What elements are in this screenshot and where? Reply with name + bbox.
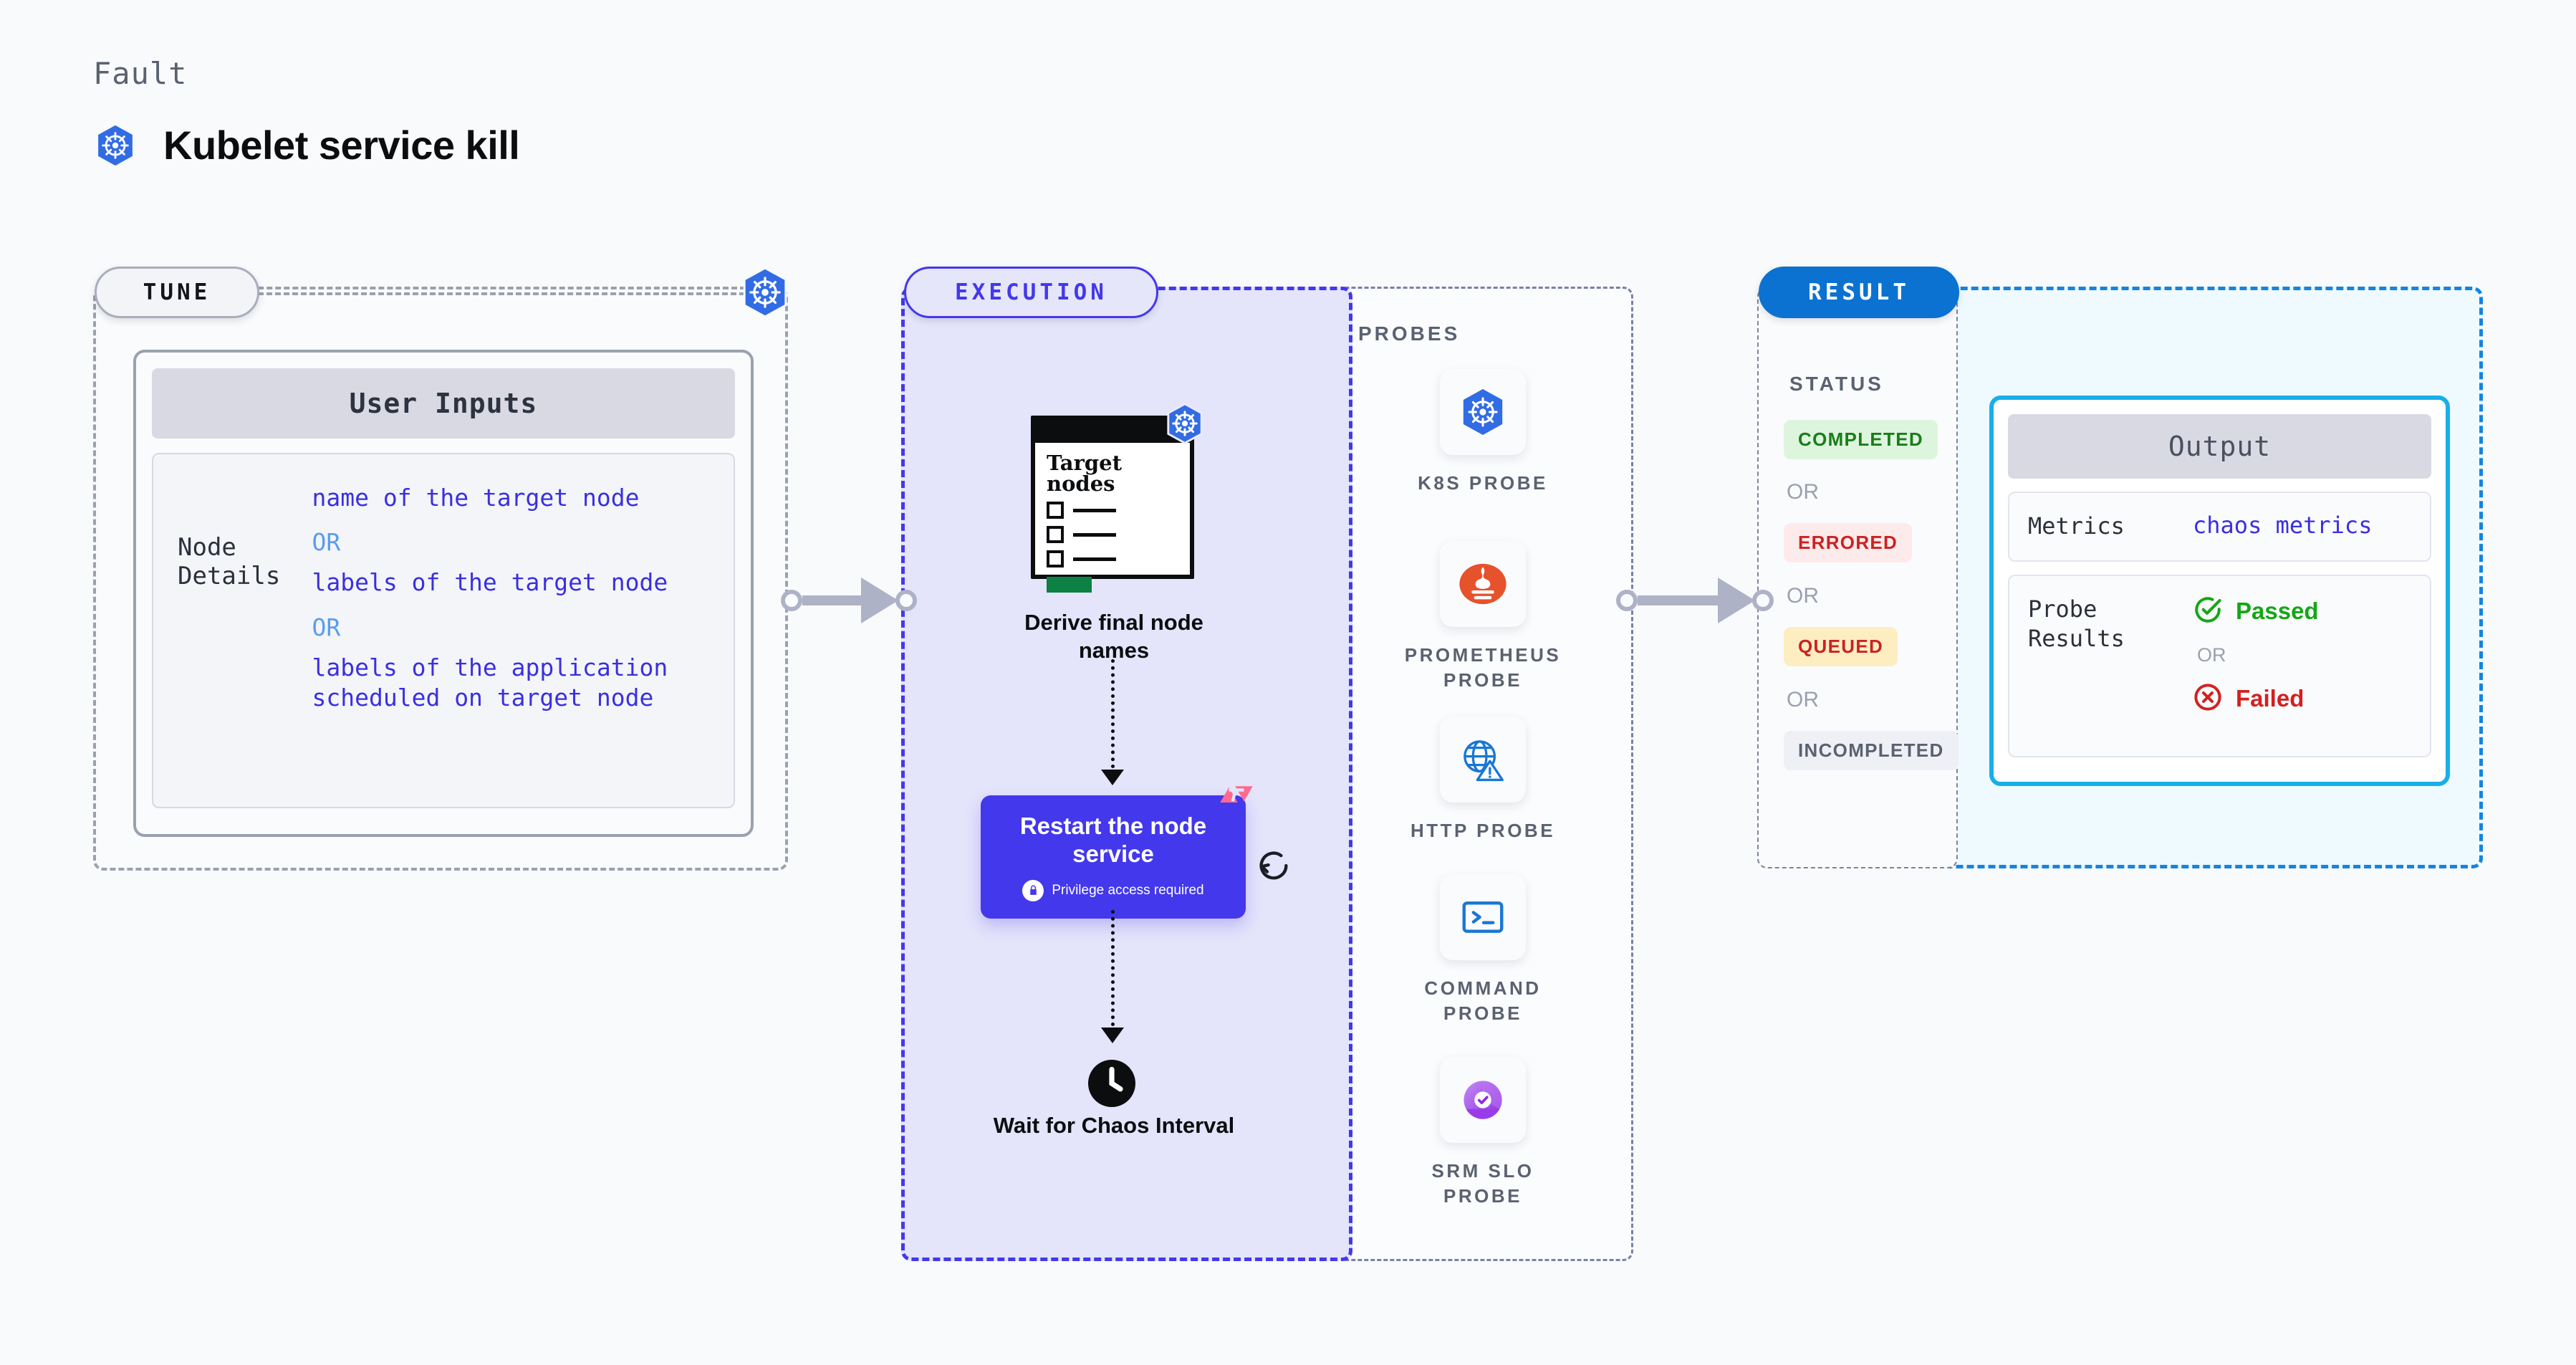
user-inputs-title: User Inputs xyxy=(152,368,735,439)
slo-gauge-icon xyxy=(1440,1057,1526,1143)
stage-pill-tune[interactable]: TUNE xyxy=(95,267,259,318)
node-detail-or-1: OR xyxy=(312,613,341,641)
probe-result-passed: Passed xyxy=(2193,595,2319,628)
status-badge-incompleted: INCOMPLETED xyxy=(1784,731,1959,770)
stage-pill-execution[interactable]: EXECUTION xyxy=(904,267,1158,318)
placeholder-line xyxy=(1073,508,1116,512)
connector-start-dot xyxy=(1616,590,1638,611)
connector-end-dot xyxy=(1752,590,1774,611)
status-badge-completed: COMPLETED xyxy=(1784,420,1938,459)
connector-tune-to-execution xyxy=(781,578,917,623)
kubernetes-logo-icon xyxy=(1440,369,1526,455)
status-badge-errored: ERRORED xyxy=(1784,523,1913,562)
restart-step-privilege-label: Privilege access required xyxy=(1052,882,1204,898)
node-detail-or-0: OR xyxy=(312,528,341,557)
prometheus-logo-icon xyxy=(1440,541,1526,627)
output-panel: Output Metrics chaos metrics Probe Resul… xyxy=(1989,396,2450,786)
connector-execution-to-result xyxy=(1616,578,1774,623)
probe-item-command[interactable]: COMMAND PROBE xyxy=(1390,874,1576,1026)
target-card-kubernetes-icon xyxy=(1164,403,1206,448)
result-status-container xyxy=(1757,287,1958,868)
probe-item-k8s[interactable]: K8S PROBE xyxy=(1390,369,1576,496)
restart-step-privilege-note: Privilege access required xyxy=(1022,879,1204,901)
reload-icon xyxy=(1255,847,1292,888)
status-or-2: OR xyxy=(1787,688,1819,712)
probe-label: SRM SLO PROBE xyxy=(1431,1160,1534,1207)
target-card-title: Target nodes xyxy=(1047,451,1122,496)
target-card-item xyxy=(1047,550,1178,567)
lock-icon xyxy=(1022,879,1044,901)
placeholder-line xyxy=(1073,557,1116,561)
status-or-0: OR xyxy=(1787,480,1819,504)
target-card-green-bar xyxy=(1047,577,1092,593)
terminal-icon xyxy=(1440,874,1526,960)
execution-flow-line-1 xyxy=(1111,659,1115,775)
placeholder-line xyxy=(1073,532,1116,537)
execution-flow-line-2 xyxy=(1111,910,1115,1033)
target-card-titlebar xyxy=(1035,420,1190,443)
connector-end-dot xyxy=(895,590,917,611)
connector-arrowhead xyxy=(1718,578,1755,623)
connector-start-dot xyxy=(781,590,802,611)
target-nodes-card: Target nodes xyxy=(1031,416,1194,593)
output-probe-results-row: Probe Results Passed OR xyxy=(2008,574,2431,757)
checkbox-icon xyxy=(1047,550,1064,567)
connector-arrowhead xyxy=(861,578,898,623)
checkbox-icon xyxy=(1047,502,1064,519)
execution-flow-arrow-2 xyxy=(1101,1028,1124,1043)
stage-pill-result[interactable]: RESULT xyxy=(1759,267,1959,318)
connector-bar xyxy=(1638,595,1718,605)
x-circle-icon xyxy=(2193,682,2223,716)
status-section-title: STATUS xyxy=(1789,373,1884,395)
clock-icon xyxy=(1086,1058,1138,1113)
target-card-item xyxy=(1047,526,1178,543)
node-details-values: name of the target node OR labels of the… xyxy=(312,483,716,790)
status-or-1: OR xyxy=(1787,584,1819,608)
probe-label: HTTP PROBE xyxy=(1410,820,1556,841)
output-probe-results-values: Passed OR Failed xyxy=(2193,595,2319,737)
output-metrics-row: Metrics chaos metrics xyxy=(2008,492,2431,562)
node-details-label: Node Details xyxy=(178,533,281,590)
node-detail-value-1: labels of the target node xyxy=(312,568,668,597)
connector-bar xyxy=(802,595,861,605)
node-detail-value-0: name of the target node xyxy=(312,484,640,512)
target-card-item xyxy=(1047,502,1178,519)
probe-label: COMMAND PROBE xyxy=(1424,977,1542,1025)
page-eyebrow: Fault xyxy=(93,56,188,91)
litmus-logo-icon xyxy=(1216,782,1256,826)
probes-section-title: PROBES xyxy=(1358,322,1461,345)
probe-item-http[interactable]: HTTP PROBE xyxy=(1390,717,1576,843)
output-title: Output xyxy=(2008,414,2431,479)
tune-kubernetes-badge-icon xyxy=(739,267,791,322)
restart-step-title: Restart the node service xyxy=(1019,813,1207,867)
output-metrics-label: Metrics xyxy=(2028,512,2125,540)
execution-step-label-derive: Derive final node names xyxy=(1024,610,1203,663)
probe-passed-label: Passed xyxy=(2236,598,2319,625)
probe-result-or: OR xyxy=(2197,643,2226,666)
checkbox-icon xyxy=(1047,526,1064,543)
probe-item-srm-slo[interactable]: SRM SLO PROBE xyxy=(1390,1057,1576,1209)
probe-item-prometheus[interactable]: PROMETHEUS PROBE xyxy=(1390,541,1576,693)
target-card-content: Target nodes xyxy=(1035,443,1190,593)
user-inputs-body: Node Details name of the target node OR … xyxy=(152,453,735,808)
check-circle-icon xyxy=(2193,595,2223,628)
user-inputs-card: User Inputs Node Details name of the tar… xyxy=(133,350,754,837)
probe-label: PROMETHEUS PROBE xyxy=(1404,644,1562,691)
output-probe-results-label: Probe Results xyxy=(2028,595,2125,653)
globe-warning-icon xyxy=(1440,717,1526,803)
output-metrics-value: chaos metrics xyxy=(2193,512,2373,539)
probe-label: K8S PROBE xyxy=(1418,472,1548,494)
page-title-row: Kubelet service kill xyxy=(93,122,520,168)
page-title: Kubelet service kill xyxy=(163,123,520,168)
probe-failed-label: Failed xyxy=(2236,685,2305,712)
probe-result-failed: Failed xyxy=(2193,682,2319,716)
kubernetes-logo-icon xyxy=(93,123,138,168)
execution-step-label-wait: Wait for Chaos Interval xyxy=(993,1113,1235,1138)
tune-dashed-connector xyxy=(258,292,745,295)
execution-flow-arrow-1 xyxy=(1101,770,1124,785)
execution-step-restart-node-service[interactable]: Restart the node service Privilege acces… xyxy=(981,795,1246,919)
status-badge-queued: QUEUED xyxy=(1784,627,1898,666)
node-detail-value-2: labels of the application scheduled on t… xyxy=(312,653,668,712)
